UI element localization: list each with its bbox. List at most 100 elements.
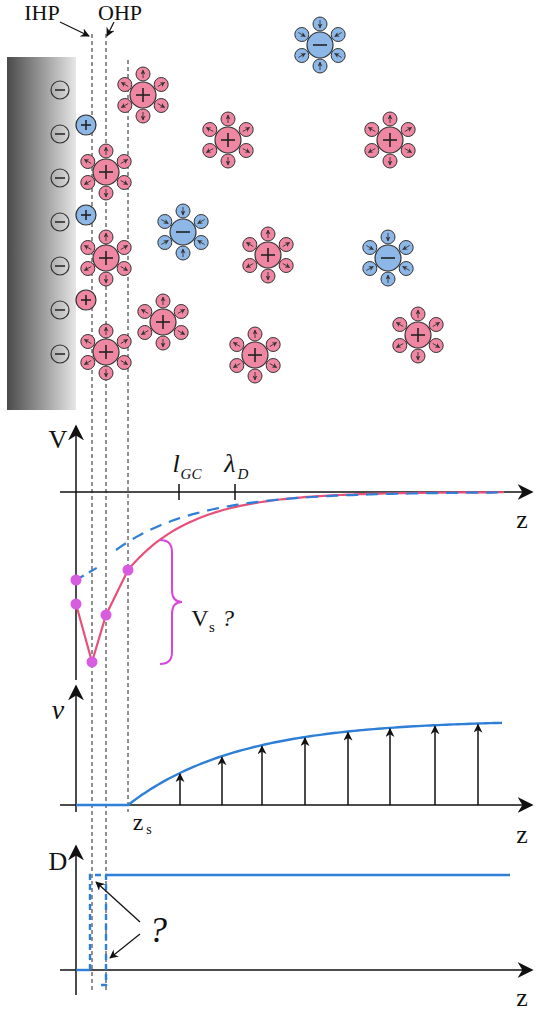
hydrated-ion	[81, 324, 131, 380]
velocity-curve	[76, 723, 502, 805]
dipole-arrow	[233, 343, 240, 347]
water-molecule	[230, 359, 244, 373]
position-label: z	[133, 810, 144, 834]
water-molecule	[203, 144, 217, 158]
axis-label: z	[516, 985, 528, 1011]
dipole-arrow	[158, 104, 165, 108]
charge-sign	[254, 348, 256, 362]
dipole-arrow	[141, 331, 148, 335]
leader-arrow	[60, 22, 89, 36]
hydrated-ion	[363, 230, 413, 286]
dipole-arrow	[198, 220, 205, 224]
water-molecule	[363, 241, 377, 255]
water-molecule	[117, 335, 131, 349]
adsorbed-ion	[76, 115, 96, 135]
water-molecule	[117, 176, 131, 190]
velocity-arrow	[347, 733, 349, 805]
water-molecule	[81, 262, 95, 276]
surface-charge	[51, 345, 69, 363]
dipole-arrow	[121, 361, 128, 365]
water-molecule	[194, 236, 208, 250]
water-molecule	[239, 123, 253, 137]
hydrated-ion	[243, 227, 293, 283]
dipole-arrow	[268, 230, 269, 238]
dipole-arrow	[163, 297, 164, 305]
dipole-arrow	[255, 330, 256, 338]
water-molecule	[99, 366, 113, 380]
ion-core	[76, 205, 96, 225]
dipole-arrow	[233, 364, 240, 368]
plane-line	[106, 34, 107, 990]
water-molecule	[399, 262, 413, 276]
charge-sign	[227, 133, 229, 147]
dipole-arrow	[335, 54, 342, 58]
water-molecule	[136, 109, 150, 123]
water-molecule	[176, 246, 190, 260]
dipole-arrow	[368, 149, 375, 153]
diffusivity-line	[76, 969, 90, 971]
minus-sign	[55, 353, 65, 355]
water-molecule	[118, 78, 132, 92]
dipole-arrow	[84, 246, 91, 250]
leader-arrow	[96, 882, 140, 922]
axis-label: v	[52, 696, 64, 724]
water-molecule	[243, 259, 257, 273]
dipole-arrow	[405, 149, 412, 153]
dipole-arrow	[141, 310, 148, 314]
water-molecule	[99, 144, 113, 158]
minus-sign	[55, 309, 65, 311]
water-molecule	[138, 326, 152, 340]
water-molecule	[99, 186, 113, 200]
water-molecule	[99, 230, 113, 244]
dipole-arrow	[84, 181, 91, 185]
charge-sign	[85, 210, 87, 220]
hydrated-ion	[203, 112, 253, 168]
water-molecule	[117, 155, 131, 169]
dipole-arrow	[320, 20, 321, 28]
velocity-arrow	[221, 757, 223, 805]
dipole-arrow	[298, 54, 305, 58]
charge-sign	[105, 165, 107, 179]
water-molecule	[81, 356, 95, 370]
dipole-arrow	[388, 233, 389, 241]
hydrated-ion	[81, 144, 131, 200]
dipole-arrow	[270, 364, 277, 368]
dipole-arrow	[390, 157, 391, 165]
dipole-arrow	[418, 310, 419, 318]
water-molecule	[365, 144, 379, 158]
dipole-arrow	[366, 267, 373, 271]
water-molecule	[266, 338, 280, 352]
water-molecule	[203, 123, 217, 137]
dipole-arrow	[84, 340, 91, 344]
potential-point	[87, 657, 98, 668]
dipole-arrow	[143, 112, 144, 120]
dipole-arrow	[283, 243, 290, 247]
water-molecule	[221, 112, 235, 126]
charge-sign	[417, 328, 419, 342]
dipole-arrow	[106, 147, 107, 155]
question-mark: ?	[149, 912, 167, 948]
ion-core	[375, 245, 401, 271]
dipole-arrow	[121, 104, 128, 108]
axis	[60, 969, 532, 971]
dipole-arrow	[270, 343, 277, 347]
surface-charge	[51, 81, 69, 99]
dipole-arrow	[366, 246, 373, 250]
water-molecule	[117, 262, 131, 276]
hydrated-ion	[118, 67, 168, 123]
dipole-arrow	[84, 361, 91, 365]
axis	[75, 426, 77, 680]
surface-charge	[51, 301, 69, 319]
potential-label: V	[191, 606, 208, 630]
water-molecule	[279, 259, 293, 273]
water-molecule	[99, 324, 113, 338]
water-molecule	[221, 154, 235, 168]
water-molecule	[383, 112, 397, 126]
water-molecule	[81, 176, 95, 190]
dipole-arrow	[283, 264, 290, 268]
dipole-arrow	[178, 331, 185, 335]
tick	[178, 484, 180, 500]
water-molecule	[295, 28, 309, 42]
water-molecule	[117, 356, 131, 370]
